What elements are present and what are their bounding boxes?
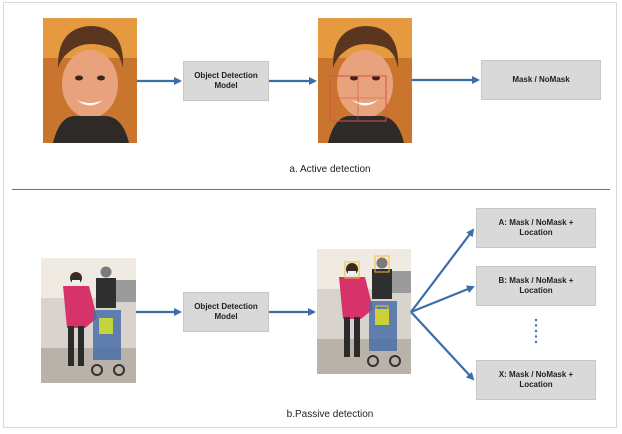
object-detection-model-box-a: Object Detection Model (183, 61, 269, 101)
ellipsis-dots (531, 318, 541, 344)
mask-nomask-output-box-a: Mask / NoMask (481, 60, 601, 100)
object-detection-model-box-b: Object Detection Model (183, 292, 269, 332)
arrow-detected-to-output-b-loc (410, 285, 475, 314)
street-photo-detected (317, 249, 411, 374)
section-divider (12, 189, 610, 190)
arrow-detected-to-output-x-loc (410, 311, 475, 381)
face-photo-input (43, 18, 137, 143)
face-bounding-box-1 (344, 261, 360, 279)
output-box-b-location: B: Mask / NoMask + Location (476, 266, 596, 306)
output-box-a-location: A: Mask / NoMask + Location (476, 208, 596, 248)
caption-passive-detection: b.Passive detection (286, 409, 374, 420)
caption-active-detection: a. Active detection (289, 164, 371, 175)
face-bounding-box-3 (375, 305, 389, 319)
arrow-detected-to-output-a-loc (410, 228, 475, 313)
face-photo-detected (318, 18, 412, 143)
output-box-x-location: X: Mask / NoMask + Location (476, 360, 596, 400)
face-bounding-box-2 (374, 255, 390, 273)
street-photo-input (41, 258, 136, 383)
figure-frame (3, 2, 617, 428)
